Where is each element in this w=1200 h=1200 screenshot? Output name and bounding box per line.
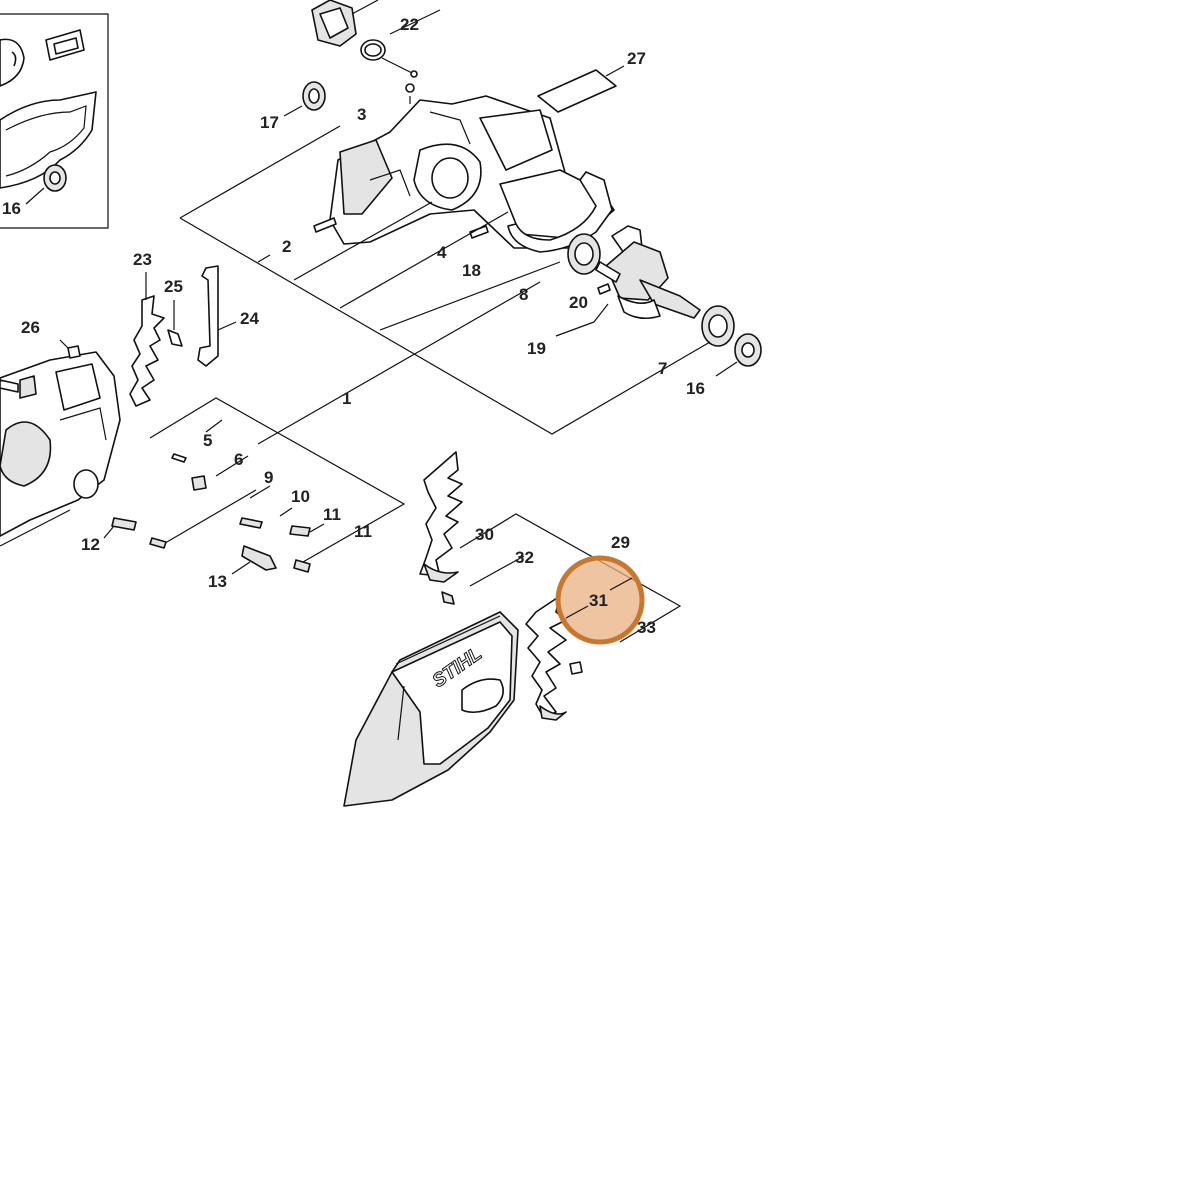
inset-box: [0, 13, 109, 229]
callout-17[interactable]: 17: [260, 113, 279, 132]
part-3-crankcase: [313, 83, 615, 249]
engine-housing-left: [0, 351, 121, 547]
callout-1[interactable]: 1: [342, 389, 351, 408]
callout-30[interactable]: 30: [475, 525, 494, 544]
callout-10[interactable]: 10: [291, 487, 310, 506]
callout-16a[interactable]: 16: [2, 199, 21, 218]
callout-29[interactable]: 29: [611, 533, 630, 552]
callout-9[interactable]: 9: [264, 468, 273, 487]
callout-27[interactable]: 27: [627, 49, 646, 68]
leader-29-31: [609, 577, 633, 591]
part-23-bumper-spike: [129, 272, 165, 407]
callout-20[interactable]: 20: [569, 293, 588, 312]
callout-5[interactable]: 5: [203, 431, 212, 450]
part-30-spike: [419, 451, 463, 583]
callout-11a[interactable]: 11: [323, 505, 341, 524]
part-25-screw: [167, 300, 183, 347]
part-31-spike: [525, 595, 567, 721]
assembly-lines-group-screws: [149, 397, 406, 567]
leader-31: [565, 605, 589, 619]
callout-4[interactable]: 4: [437, 243, 447, 262]
callout-8[interactable]: 8: [519, 285, 528, 304]
part-17-seal: [283, 81, 326, 117]
callout-6[interactable]: 6: [234, 450, 243, 469]
callout-12[interactable]: 12: [81, 535, 100, 554]
callout-16b[interactable]: 16: [686, 379, 705, 398]
sprocket-cover: STIHL: [343, 611, 519, 807]
callout-labels: 22 27 17 3 16 2 4 18 23 25 24 26 8 20 19…: [2, 15, 705, 637]
part-33-nut: [569, 661, 583, 675]
highlight-circle: [555, 555, 645, 645]
callout-32[interactable]: 32: [515, 548, 534, 567]
part-24-bracket: [197, 265, 237, 367]
callout-19[interactable]: 19: [527, 339, 546, 358]
callout-26[interactable]: 26: [21, 318, 40, 337]
part-26-nut: [59, 339, 81, 359]
callout-33[interactable]: 33: [637, 618, 656, 637]
callout-31[interactable]: 31: [589, 591, 608, 610]
callout-11b[interactable]: 11: [354, 522, 372, 541]
callout-22[interactable]: 22: [400, 15, 419, 34]
callout-24[interactable]: 24: [240, 309, 259, 328]
callout-18[interactable]: 18: [462, 261, 481, 280]
callout-7[interactable]: 7: [658, 359, 667, 378]
callout-25[interactable]: 25: [164, 277, 183, 296]
callout-2[interactable]: 2: [282, 237, 291, 256]
callout-13[interactable]: 13: [208, 572, 227, 591]
part-16b-seal: [715, 333, 762, 377]
part-22-intake: [311, 0, 441, 78]
callout-3[interactable]: 3: [357, 105, 366, 124]
callout-23[interactable]: 23: [133, 250, 152, 269]
small-screws: [103, 453, 311, 575]
part-27-label: [537, 65, 625, 113]
part-18-gasket: [507, 171, 613, 253]
part-crankshaft: [555, 225, 735, 347]
part-32-screw: [441, 591, 455, 605]
assembly-lines-group-1: [179, 125, 711, 445]
